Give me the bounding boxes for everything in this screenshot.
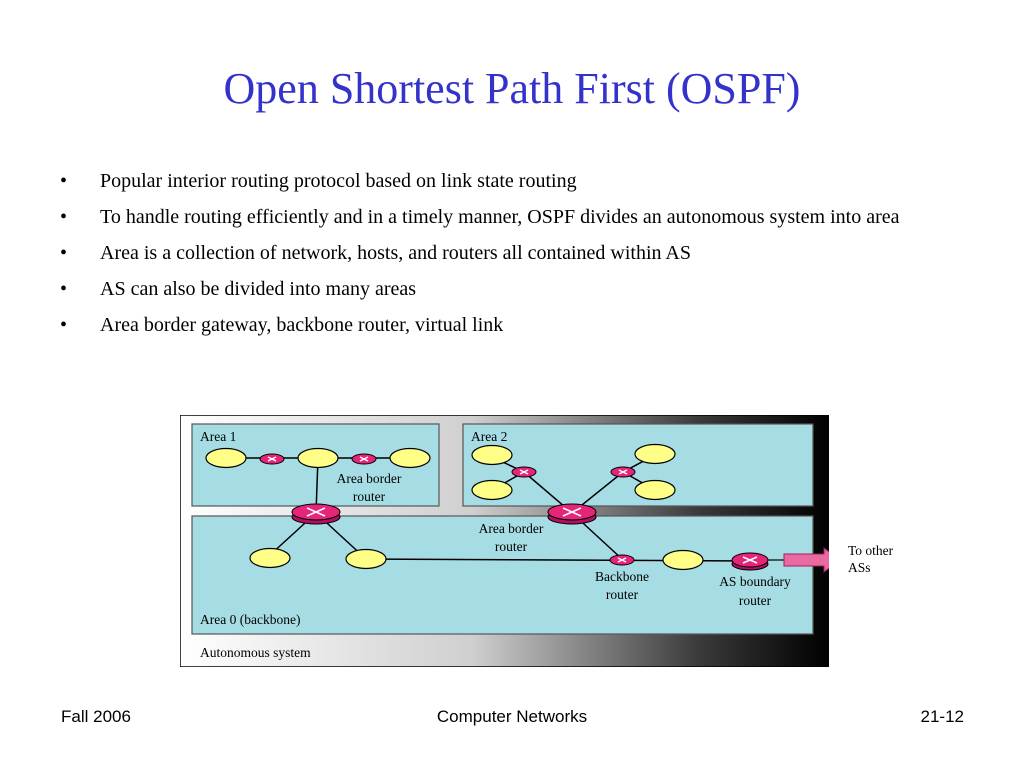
- area-border-router-icon: [291, 503, 341, 525]
- bullet-dot: •: [60, 170, 68, 192]
- ospf-diagram-svg: Area 1 Area 2 Area 0 (backbone) Autonomo…: [180, 415, 829, 667]
- network: [634, 479, 676, 501]
- network: [662, 549, 704, 571]
- network: [634, 443, 676, 465]
- area-0-label: Area 0 (backbone): [200, 612, 300, 627]
- footer-course: Computer Networks: [436, 707, 588, 726]
- area-2-label: Area 2: [471, 429, 507, 444]
- network: [389, 447, 431, 469]
- bullet-text: Popular interior routing protocol based …: [100, 170, 577, 192]
- network: [471, 444, 513, 466]
- footer-slide-number: 21-12: [920, 707, 964, 726]
- arrow-right-icon: [768, 547, 829, 573]
- bullet-dot: •: [60, 242, 68, 264]
- router-icon: [351, 453, 377, 465]
- bullet-text: AS can also be divided into many areas: [100, 278, 417, 300]
- router-icon: [610, 466, 636, 478]
- bullet-item: • Popular interior routing protocol based…: [60, 166, 970, 197]
- backbone-router-label: router: [606, 587, 639, 602]
- to-other-as-line: ASs: [848, 560, 871, 575]
- as-boundary-router-icon: [731, 552, 769, 571]
- network: [297, 447, 339, 469]
- network: [345, 548, 387, 570]
- bullet-item: • Area border gateway, backbone router, v…: [60, 310, 970, 341]
- slide-title: Open Shortest Path First (OSPF): [223, 64, 801, 113]
- area-border-router-icon: [547, 503, 597, 525]
- area-0-box: [191, 515, 814, 635]
- router-icon: [259, 453, 285, 465]
- bullet-text: Area is a collection of network, hosts, …: [100, 242, 691, 264]
- abr2-label: Area border: [479, 521, 544, 536]
- backbone-router-label: Backbone: [595, 569, 649, 584]
- as-boundary-router-label: router: [739, 593, 772, 608]
- bullet-dot: •: [60, 206, 68, 228]
- networks: [205, 443, 704, 571]
- bullet-item: • Area is a collection of network, hosts,…: [60, 238, 970, 269]
- as-boundary-router-label: AS boundary: [719, 574, 791, 589]
- bullet-dot: •: [60, 278, 68, 300]
- bullet-item: • To handle routing efficiently and in a …: [60, 202, 970, 233]
- to-other-as-line: To other: [848, 543, 894, 558]
- bullet-text: To handle routing efficiently and in a t…: [100, 206, 900, 228]
- router-icon: [511, 466, 537, 478]
- network: [471, 479, 513, 501]
- bullet-dot: •: [60, 314, 68, 336]
- bullet-text: Area border gateway, backbone router, vi…: [100, 314, 504, 336]
- network: [205, 447, 247, 469]
- ospf-diagram: Area 1 Area 2 Area 0 (backbone) Autonomo…: [180, 415, 829, 667]
- network: [249, 547, 291, 569]
- bullet-item: • AS can also be divided into many areas: [60, 274, 970, 305]
- footer-term: Fall 2006: [61, 707, 131, 726]
- autonomous-system-label: Autonomous system: [200, 645, 311, 660]
- backbone-router-icon: [609, 554, 635, 566]
- abr1-label: Area border: [337, 471, 402, 486]
- area-1-label: Area 1: [200, 429, 236, 444]
- bullet-list: • Popular interior routing protocol based…: [60, 166, 970, 346]
- abr2-label: router: [495, 539, 528, 554]
- to-other-as-label: To other ASs: [848, 542, 893, 576]
- abr1-label: router: [353, 489, 386, 504]
